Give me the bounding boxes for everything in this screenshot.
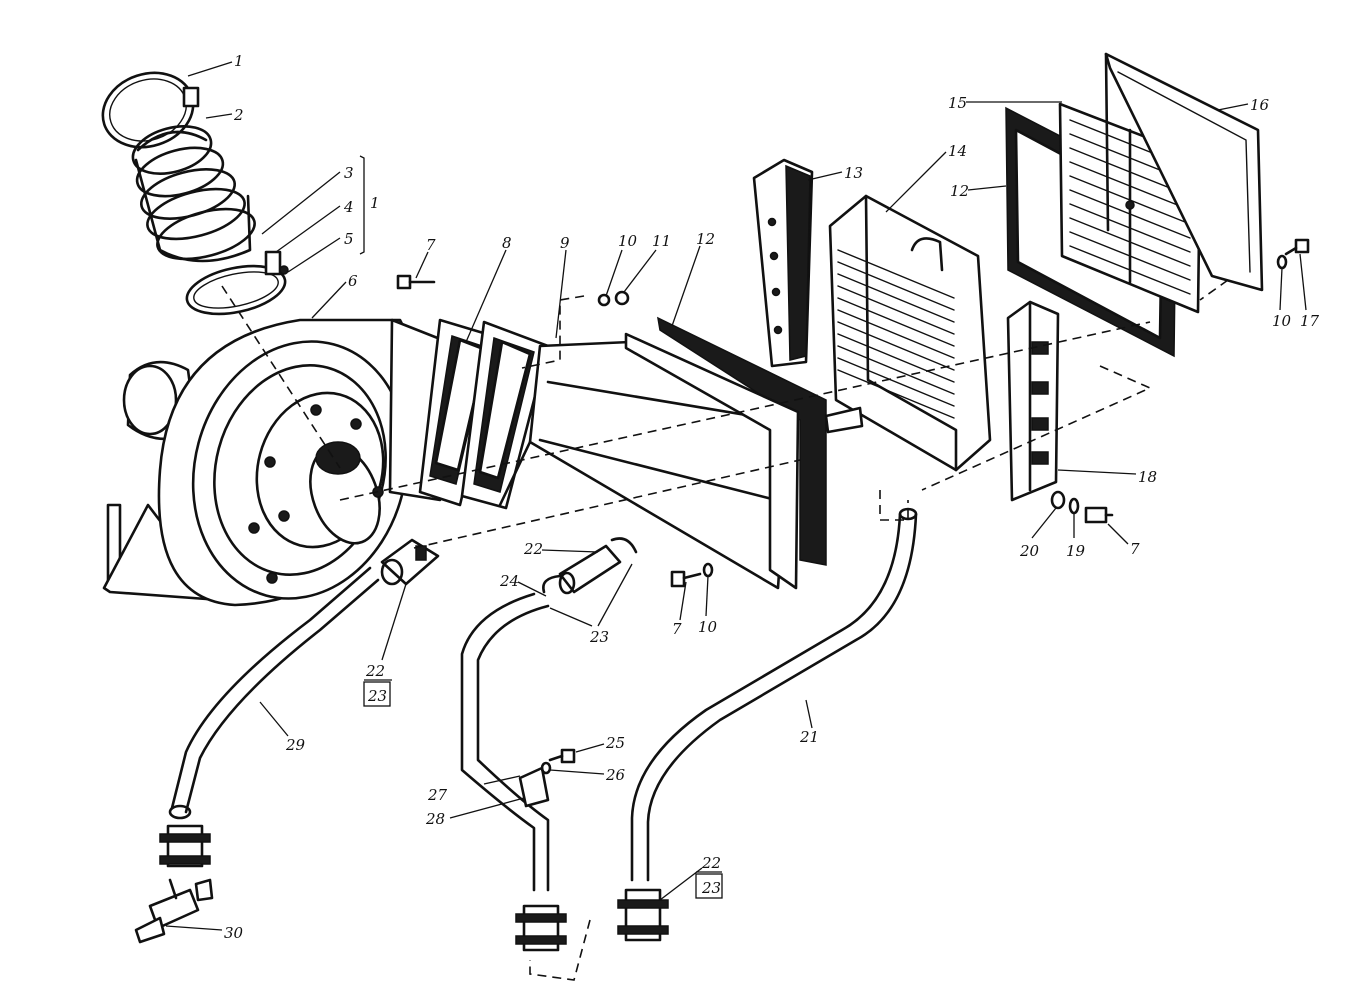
label-2: 2	[233, 106, 244, 124]
gasket-part-12a	[624, 316, 827, 590]
label-28: 28	[425, 810, 445, 828]
label-box-23-right	[695, 873, 723, 899]
label-1: 1	[234, 52, 244, 70]
label-12-left: 12	[696, 230, 715, 248]
label-box-23-left	[363, 681, 391, 707]
label-16: 16	[1250, 96, 1270, 114]
hose-connector-part-22a	[380, 538, 440, 586]
label-23-middle: 23	[589, 628, 609, 646]
label-24: 24	[499, 572, 519, 590]
label-10-bottom: 10	[698, 618, 718, 636]
label-14: 14	[948, 142, 967, 160]
short-hose-part-22	[542, 537, 638, 595]
label-10-right: 10	[1272, 312, 1292, 330]
label-26: 26	[605, 766, 626, 784]
clamp-ring-parts-3-5	[185, 250, 289, 316]
label-3: 3	[344, 164, 354, 182]
label-15: 15	[948, 94, 967, 112]
clamp-ring-part-1	[101, 71, 200, 149]
bracket-part-18	[1006, 300, 1060, 502]
label-11: 11	[652, 232, 671, 250]
hose-part-27	[460, 592, 550, 892]
bracket-part-13	[752, 158, 814, 368]
clip-part-28	[518, 766, 550, 808]
blower-housing-part-6	[102, 318, 470, 607]
label-29: 29	[285, 736, 306, 754]
label-22-right: 22	[701, 854, 721, 872]
radiator-part-14	[824, 194, 992, 472]
label-1-bracket: 1	[370, 194, 380, 212]
hose-clamp-lower-left	[159, 824, 211, 868]
cover-part-16	[1104, 52, 1264, 292]
bolt-washer-parts-25-26	[540, 748, 576, 775]
label-7-right: 7	[1130, 540, 1140, 558]
label-22-left: 22	[365, 662, 385, 680]
label-9: 9	[560, 234, 570, 252]
washer-nut-parts-10-11a	[597, 290, 630, 307]
bellows-hose-part-2	[131, 125, 256, 263]
washer-bolt-parts-10-17	[1276, 238, 1310, 270]
hose-clamp-lower-right	[617, 888, 669, 942]
hose-clamp-lower-middle	[515, 904, 567, 952]
label-6: 6	[348, 272, 358, 290]
flange-part-8b	[460, 320, 550, 510]
alignment-dashed-lines	[221, 279, 1229, 981]
label-23-left: 23	[367, 687, 387, 705]
label-19: 19	[1066, 542, 1086, 560]
label-7-bottom: 7	[672, 620, 682, 638]
bolt-part-7a	[396, 274, 436, 290]
bolt-washer-parts-7-10	[670, 562, 714, 588]
label-30: 30	[224, 924, 244, 942]
label-12-right: 12	[950, 182, 969, 200]
label-22-middle: 22	[523, 540, 543, 558]
label-8: 8	[502, 234, 512, 252]
part-number-labels: 1 2 3 4 5 1 6 7 8 9 10 11 12 13 14 15 16…	[224, 52, 1320, 942]
label-21: 21	[799, 728, 819, 746]
label-23-right: 23	[701, 879, 721, 897]
washers-bolt-parts-19-20-7	[1050, 490, 1114, 524]
label-18: 18	[1138, 468, 1157, 486]
drain-valve-part-30	[134, 878, 214, 944]
hose-part-21	[630, 507, 918, 882]
label-13: 13	[844, 164, 863, 182]
label-25: 25	[605, 734, 625, 752]
hose-part-29	[168, 566, 380, 820]
label-10-top: 10	[618, 232, 638, 250]
label-5: 5	[344, 230, 354, 248]
label-4: 4	[343, 198, 354, 216]
label-17: 17	[1300, 312, 1320, 330]
label-20: 20	[1019, 542, 1040, 560]
leader-lines	[165, 61, 1307, 931]
label-7-top: 7	[426, 236, 436, 254]
label-27: 27	[427, 786, 448, 804]
